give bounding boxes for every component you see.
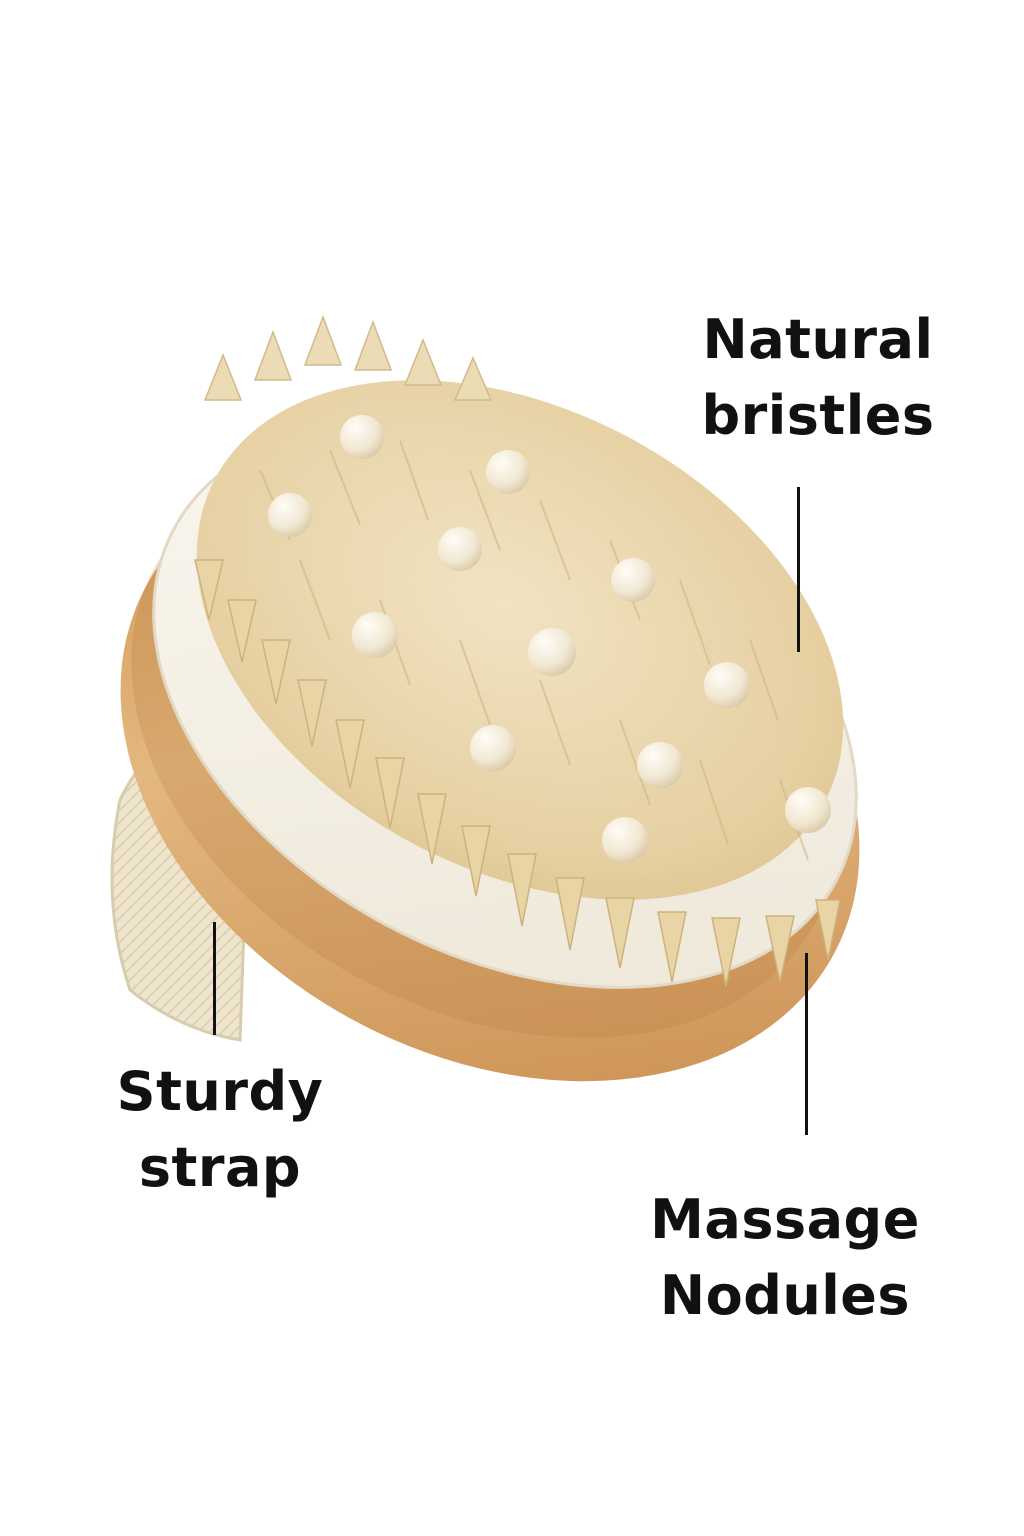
massage-nodules (268, 415, 831, 863)
callout-massage-nodules-line2: Nodules (659, 1264, 911, 1327)
callout-sturdy-strap-line1: Sturdy (116, 1060, 324, 1123)
callout-sturdy-strap-line2: strap (138, 1136, 302, 1199)
leader-line-strap (213, 922, 216, 1035)
callout-natural-bristles: Natural bristles (698, 302, 938, 454)
callout-massage-nodules: Massage Nodules (640, 1182, 930, 1334)
leader-line-bristles (797, 487, 800, 652)
callout-natural-bristles-line1: Natural (702, 308, 934, 371)
callout-sturdy-strap: Sturdy strap (100, 1054, 340, 1206)
callout-massage-nodules-line1: Massage (650, 1188, 920, 1251)
leader-line-nodules (805, 953, 808, 1135)
callout-natural-bristles-line2: bristles (701, 384, 935, 447)
